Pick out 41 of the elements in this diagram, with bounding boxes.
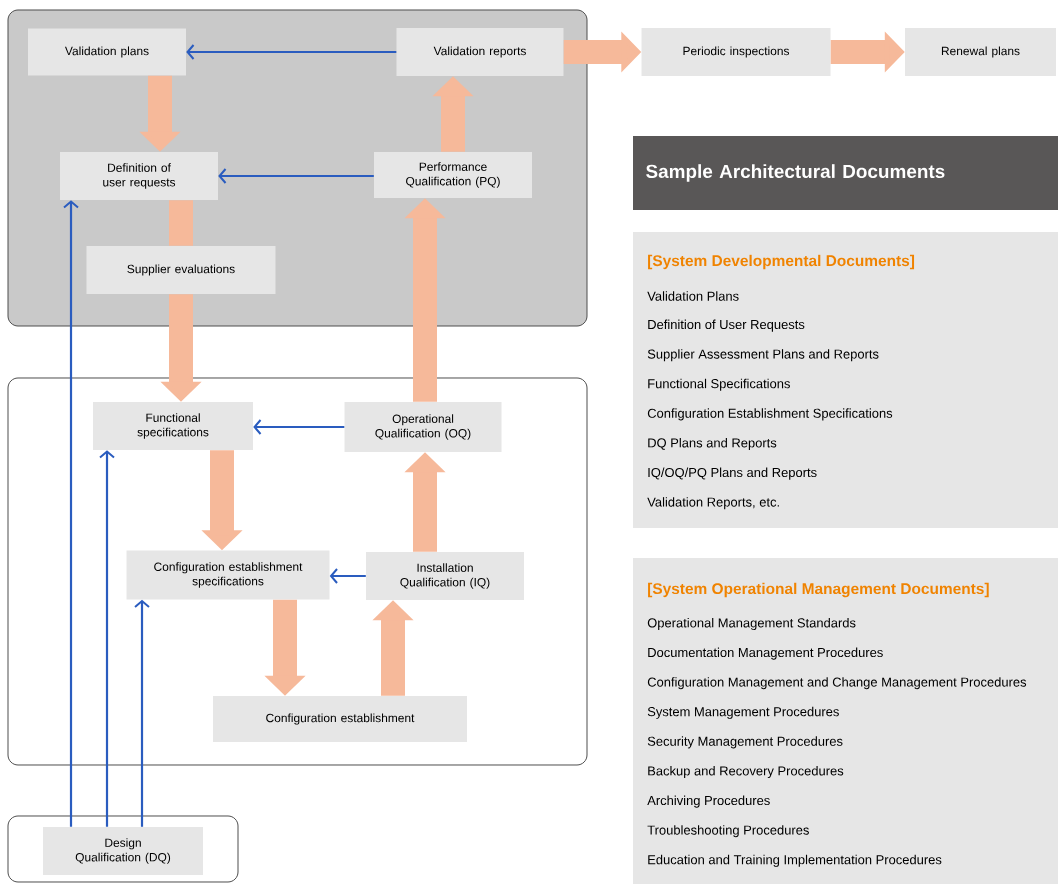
step-box: Validation plans bbox=[28, 28, 186, 76]
panel-heading: [System Operational Management Documents] bbox=[648, 582, 989, 598]
arrow bbox=[99, 450, 115, 827]
list-item: Troubleshooting Procedures bbox=[647, 825, 809, 838]
step-box: Configuration establishment bbox=[213, 696, 467, 742]
arrow bbox=[63, 200, 79, 827]
list-item: Configuration Management and Change Management Procedures bbox=[647, 677, 1027, 690]
step-box: Supplier evaluations bbox=[86, 246, 276, 294]
step-box: Design Qualification (DQ) bbox=[43, 827, 203, 875]
arrow bbox=[134, 599, 150, 827]
list-item: Operational Management Standards bbox=[647, 617, 856, 631]
list-item: Archiving Procedures bbox=[647, 795, 770, 808]
list-item: Education and Training Implementation Procedures bbox=[648, 854, 942, 867]
step-box: Validation reports bbox=[396, 28, 564, 76]
list-item: Backup and Recovery Procedures bbox=[648, 765, 844, 779]
step-box: Installation Qualification (IQ) bbox=[366, 552, 524, 600]
arrow bbox=[329, 568, 366, 584]
arrow bbox=[186, 44, 397, 60]
step-box: Operational Qualification (OQ) bbox=[344, 402, 502, 452]
list-item: IQ/OQ/PQ Plans and Reports bbox=[648, 467, 817, 480]
step-box: Renewal plans bbox=[905, 28, 1056, 76]
list-item: Security Management Procedures bbox=[647, 736, 843, 749]
list-item: Documentation Management Procedures bbox=[648, 647, 883, 660]
list-item: Definition of User Requests bbox=[648, 319, 805, 332]
connector-bar bbox=[169, 200, 193, 246]
title-bar: Sample Architectural Documents bbox=[633, 136, 1058, 210]
list-item: Configuration Establishment Specifications bbox=[647, 408, 893, 421]
list-item: System Management Procedures bbox=[647, 706, 839, 719]
arrow bbox=[218, 168, 374, 184]
step-box: Configuration establishment specifications bbox=[126, 550, 330, 600]
list-item: Supplier Assessment Plans and Reports bbox=[647, 349, 879, 362]
list-item: Validation Plans bbox=[647, 291, 739, 301]
list-item: Validation Reports, etc. bbox=[647, 497, 779, 510]
step-box: Performance Qualification (PQ) bbox=[374, 152, 532, 198]
list-item: Functional Specifications bbox=[648, 378, 790, 391]
panel-heading: [System Developmental Documents] bbox=[648, 254, 915, 270]
step-box: Functional specifications bbox=[93, 402, 253, 450]
arrow bbox=[253, 419, 345, 435]
list-item: DQ Plans and Reports bbox=[648, 437, 777, 451]
step-box: Definition of user requests bbox=[60, 152, 218, 200]
step-box: Periodic inspections bbox=[641, 28, 831, 76]
